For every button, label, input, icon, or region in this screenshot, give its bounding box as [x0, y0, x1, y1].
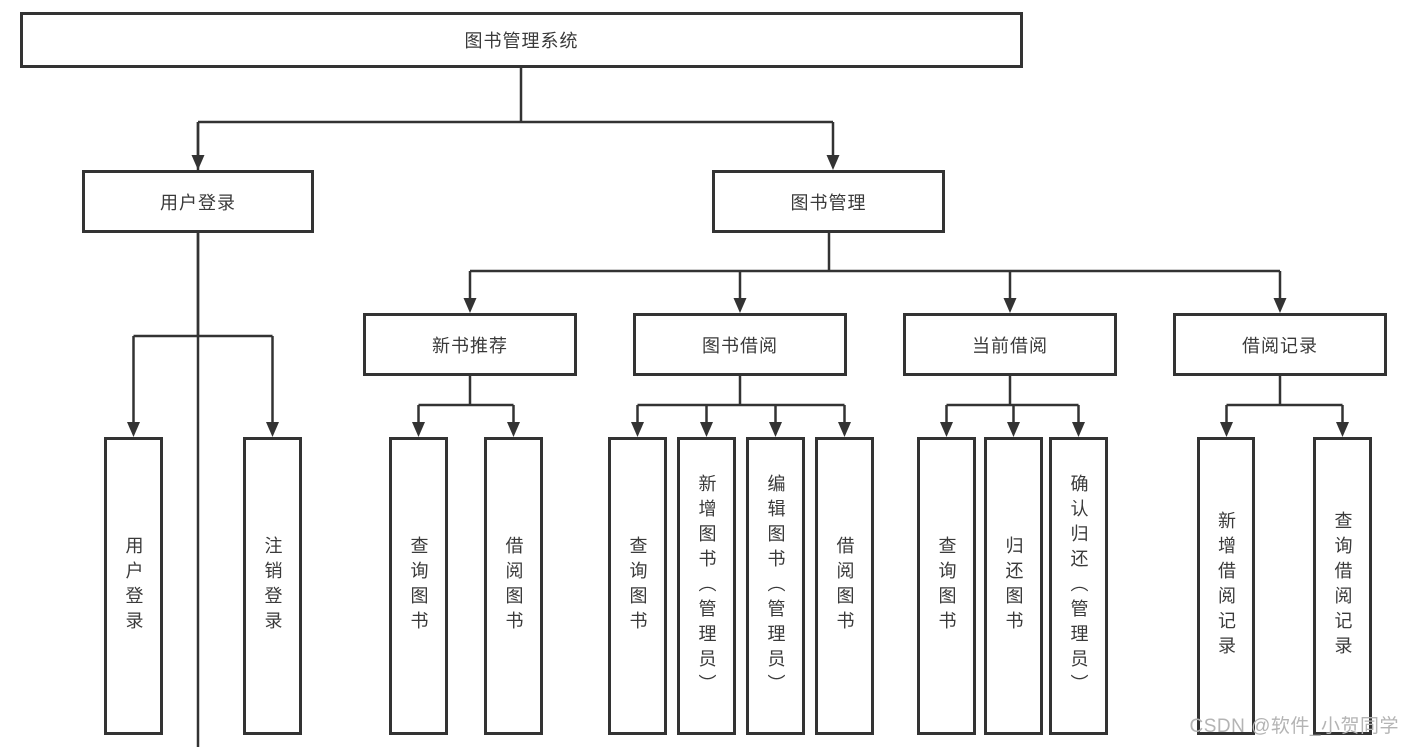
connector-book-borrow-children: [636, 376, 846, 425]
node-label: 编辑图书（管理员）: [765, 473, 786, 699]
node-library-management-system: 图书管理系统: [20, 12, 1023, 68]
connector-record-children: [1225, 376, 1344, 425]
leaf-query-borrow-record: 查询借阅记录: [1313, 437, 1372, 735]
node-label: 当前借阅: [972, 335, 1048, 356]
leaf-logout: 注销登录: [243, 437, 302, 735]
connector-root-to-level2: [196, 68, 833, 747]
node-current-borrowing: 当前借阅: [903, 313, 1117, 376]
node-borrowing-records: 借阅记录: [1173, 313, 1387, 376]
csdn-watermark: CSDN @软件_小贺同学: [1189, 716, 1399, 737]
node-label: 查询借阅记录: [1332, 511, 1353, 661]
node-label: 用户登录: [160, 192, 236, 213]
connector-current-borrow-children: [945, 376, 1080, 425]
node-book-borrowing: 图书借阅: [633, 313, 847, 376]
leaf-borrow-books: 借阅图书: [815, 437, 874, 735]
arrowheads: [127, 155, 1349, 437]
leaf-edit-book-admin: 编辑图书（管理员）: [746, 437, 805, 735]
node-label: 注销登录: [262, 536, 283, 636]
node-label: 新书推荐: [432, 335, 508, 356]
node-user-login: 用户登录: [82, 170, 314, 233]
leaf-user-login: 用户登录: [104, 437, 163, 735]
node-label: 查询图书: [408, 536, 429, 636]
node-label: 查询图书: [936, 536, 957, 636]
leaf-borrow-books-recommend: 借阅图书: [484, 437, 543, 735]
leaf-confirm-return-admin: 确认归还（管理员）: [1049, 437, 1108, 735]
node-new-book-recommendation: 新书推荐: [363, 313, 577, 376]
node-label: 用户登录: [123, 536, 144, 636]
leaf-return-books: 归还图书: [984, 437, 1043, 735]
node-label: 图书借阅: [702, 335, 778, 356]
node-label: 借阅图书: [834, 536, 855, 636]
node-label: 查询图书: [627, 536, 648, 636]
leaf-add-book-admin: 新增图书（管理员）: [677, 437, 736, 735]
node-label: 归还图书: [1003, 536, 1024, 636]
node-label: 新增借阅记录: [1216, 511, 1236, 661]
connector-book-management-children: [468, 233, 1282, 301]
leaf-query-books-recommend: 查询图书: [389, 437, 448, 735]
node-book-management: 图书管理: [712, 170, 945, 233]
leaf-query-books-borrow: 查询图书: [608, 437, 667, 735]
leaf-add-borrow-record: 新增借阅记录: [1197, 437, 1255, 735]
node-label: 图书管理: [790, 192, 867, 213]
node-label: 新增图书（管理员）: [696, 473, 717, 699]
connector-user-login-children: [132, 233, 274, 425]
connector-new-book-children: [417, 376, 515, 425]
leaf-query-books-current: 查询图书: [917, 437, 976, 735]
node-label: 图书管理系统: [464, 31, 579, 51]
node-label: 确认归还（管理员）: [1068, 473, 1089, 699]
node-label: 借阅图书: [503, 536, 524, 636]
node-label: 借阅记录: [1242, 335, 1318, 356]
